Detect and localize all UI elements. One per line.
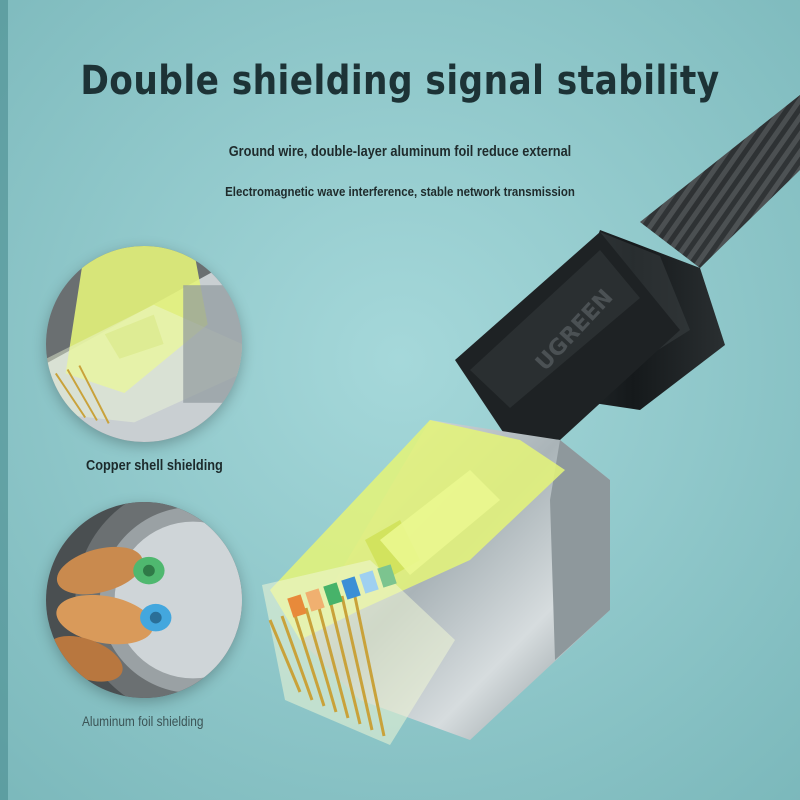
gold-pins [268,591,386,737]
subtitle-line-2: Electromagnetic wave interference, stabl… [225,184,575,199]
caption-aluminum-foil: Aluminum foil shielding [82,714,204,729]
wire-colors [287,564,397,618]
aluminum-foil-closeup [46,502,242,698]
subtitle-line-1: Ground wire, double-layer aluminum foil … [228,144,572,160]
page-title: Double shielding signal stability [80,58,720,104]
copper-shell-closeup [46,246,242,442]
caption-copper-shell: Copper shell shielding [86,458,223,474]
